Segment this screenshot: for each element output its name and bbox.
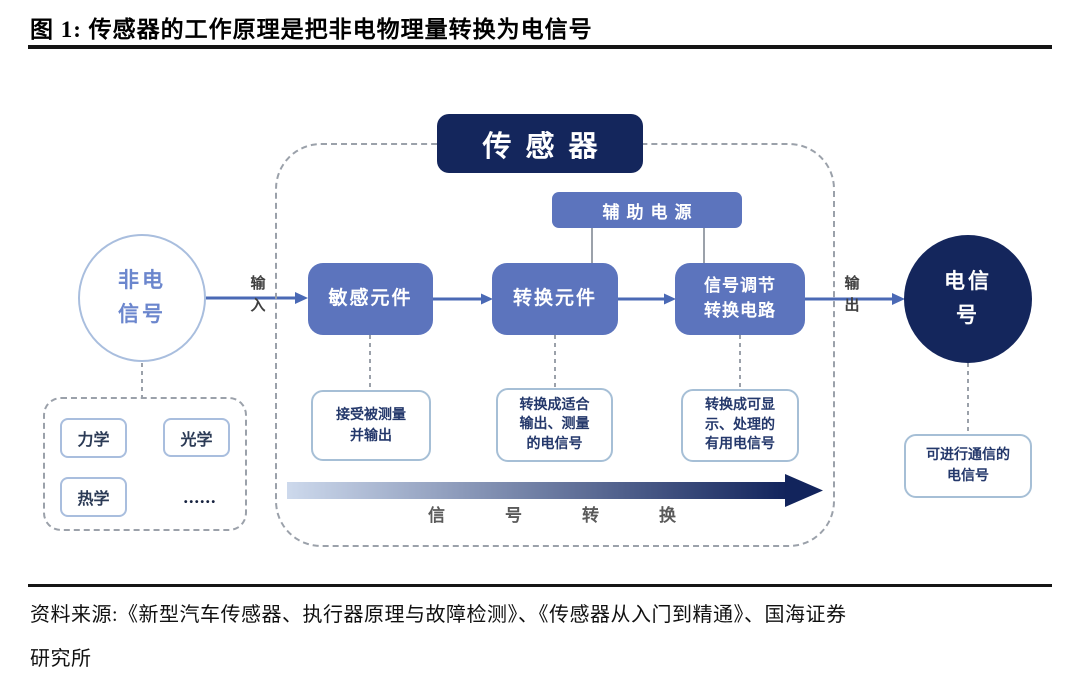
title-underline-rule (28, 45, 1052, 49)
footer-separator-rule (28, 584, 1052, 587)
signal-conversion-label: 信号转换 (428, 506, 736, 525)
category-ellipsis: ...... (183, 486, 217, 507)
stage3-note-box: 转换成可显 示、处理的 有用电信号 (681, 389, 799, 462)
source-text-line2: 研究所 (30, 648, 92, 670)
stage1-note-box: 接受被测量 并输出 (311, 390, 431, 461)
figure-title: 图 1: 传感器的工作原理是把非电物理量转换为电信号 (30, 17, 593, 42)
stage-conversion-element-box: 转换元件 (492, 263, 618, 335)
stage-signal-conditioning-box: 信号调节 转换电路 (675, 263, 805, 335)
output-note-box: 可进行通信的 电信号 (904, 434, 1032, 498)
output-node-circle: 电信 号 (904, 235, 1032, 363)
stage1-to-stage2-arrow (433, 293, 493, 305)
sensor-title-box: 传感器 (437, 114, 643, 173)
category-thermal-box: 热学 (60, 477, 127, 517)
category-optics-box: 光学 (163, 418, 230, 457)
input-arrow-label: 输 入 (250, 276, 266, 314)
stage-sensitive-element-box: 敏感元件 (308, 263, 433, 335)
stage2-to-stage3-arrow (618, 293, 676, 305)
output-arrow-label: 输 出 (844, 276, 860, 314)
stage2-note-box: 转换成适合 输出、测量 的电信号 (496, 388, 613, 462)
category-mechanics-box: 力学 (60, 418, 127, 458)
source-text-line1: 资料来源:《新型汽车传感器、执行器原理与故障检测》、《传感器从入门到精通》、国海… (30, 604, 847, 626)
aux-power-box: 辅助电源 (552, 192, 742, 228)
input-node-circle: 非电 信号 (78, 234, 206, 362)
signal-conversion-gradient-arrow (287, 474, 823, 507)
input-flow-arrow (206, 292, 308, 304)
output-flow-arrow (805, 293, 905, 305)
